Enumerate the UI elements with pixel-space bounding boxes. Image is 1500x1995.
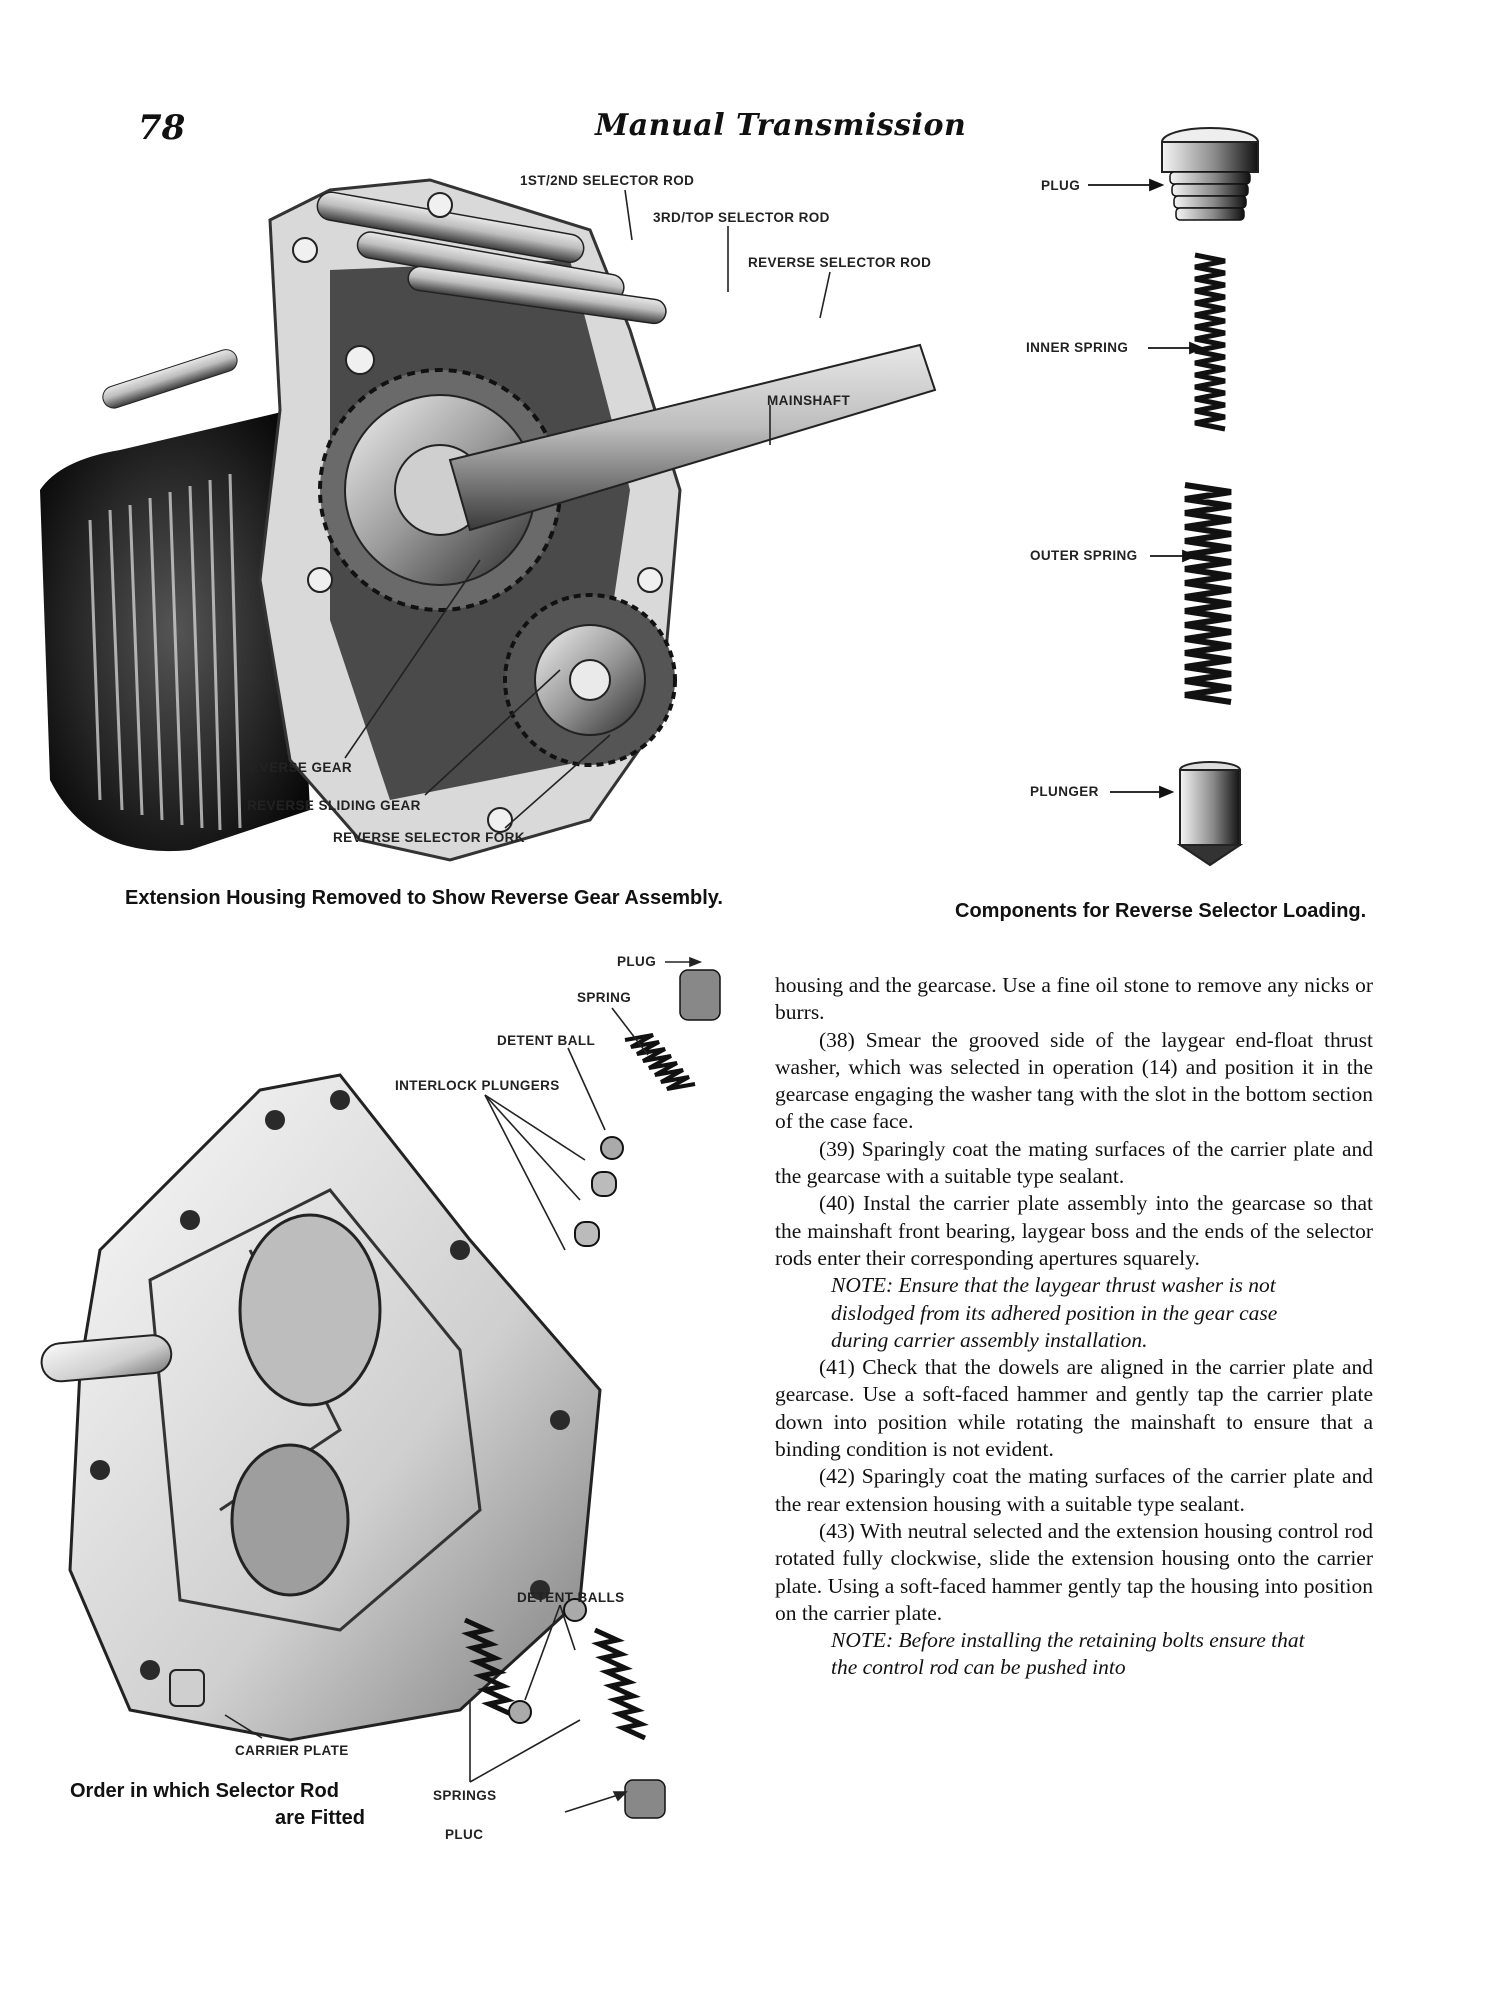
running-head: Manual Transmission — [595, 108, 967, 143]
label-outer-spring: OUTER SPRING — [1030, 548, 1138, 563]
label-carrier-plate: CARRIER PLATE — [235, 1743, 349, 1758]
note-retaining-bolts: NOTE: Before installing the retaining bo… — [831, 1628, 1305, 1680]
paragraph-40: (40) Instal the carrier plate assembly i… — [775, 1191, 1373, 1270]
paragraph-continued: housing and the gearcase. Use a fine oil… — [775, 973, 1373, 1025]
label-1st-2nd-selector-rod: 1ST/2ND SELECTOR ROD — [520, 173, 695, 188]
page-number: 78 — [138, 108, 186, 148]
label-reverse-selector-rod: REVERSE SELECTOR ROD — [748, 255, 932, 270]
carrier-plate-illustration — [40, 969, 721, 1819]
caption-gearbox: Extension Housing Removed to Show Revers… — [125, 887, 723, 909]
label-inner-spring: INNER SPRING — [1026, 340, 1129, 355]
caption-components: Components for Reverse Selector Loading. — [955, 900, 1367, 922]
gearbox-illustration — [40, 178, 937, 862]
label-plunger: PLUNGER — [1030, 784, 1099, 799]
label-mainshaft: MAINSHAFT — [767, 393, 851, 408]
reverse-selector-components-illustration — [1161, 127, 1259, 867]
caption-carrier-line2: are Fitted — [275, 1807, 366, 1829]
label-springs: SPRINGS — [433, 1788, 497, 1803]
paragraph-42: (42) Sparingly coat the mating surfaces … — [775, 1464, 1373, 1516]
caption-carrier-line1: Order in which Selector Rod — [70, 1780, 339, 1802]
body-text: housing and the gearcase. Use a fine oil… — [775, 972, 1373, 1682]
label-detent-balls: DETENT BALLS — [517, 1590, 625, 1605]
label-detent-ball: DETENT BALL — [497, 1033, 596, 1048]
label-reverse-selector-fork: REVERSE SELECTOR FORK — [333, 830, 525, 845]
label-reverse-sliding-gear: REVERSE SLIDING GEAR — [247, 798, 421, 813]
label-carrier-plug: PLUG — [617, 954, 657, 969]
label-plug-bottom: PLUC — [445, 1827, 484, 1842]
paragraph-39: (39) Sparingly coat the mating surfaces … — [775, 1136, 1373, 1189]
plunger-part — [1176, 761, 1244, 867]
label-plug: PLUG — [1041, 178, 1081, 193]
label-carrier-spring: SPRING — [577, 990, 632, 1005]
paragraph-38: (38) Smear the grooved side of the layge… — [775, 1027, 1373, 1134]
note-laygear-thrust-washer: NOTE: Ensure that the laygear thrust was… — [831, 1273, 1278, 1352]
paragraph-41: (41) Check that the dowels are aligned i… — [775, 1355, 1373, 1462]
label-interlock-plungers: INTERLOCK PLUNGERS — [395, 1078, 560, 1093]
paragraph-43: (43) With neutral selected and the exten… — [775, 1518, 1373, 1625]
label-reverse-gear: REVERSE GEAR — [240, 760, 353, 775]
label-3rd-top-selector-rod: 3RD/TOP SELECTOR ROD — [653, 210, 830, 225]
plug-part — [1161, 127, 1259, 221]
